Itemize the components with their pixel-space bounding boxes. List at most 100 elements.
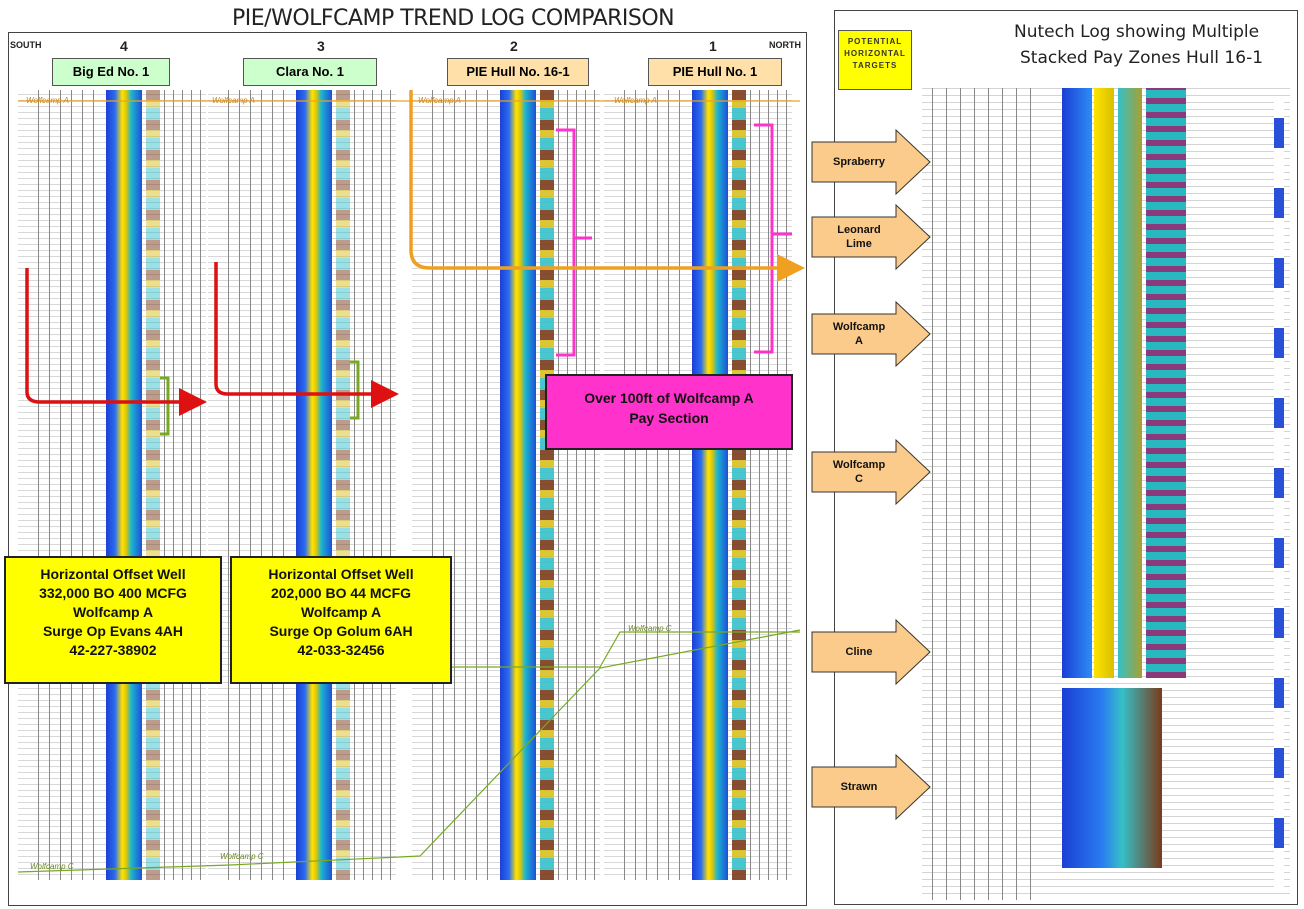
tag-line1: POTENTIAL [847,37,903,46]
grid-line [239,90,240,880]
target-arrow [811,753,931,821]
target-label-line2: Lime [846,238,872,250]
grid-line [49,90,50,880]
offset-line: 42-227-38902 [69,642,157,658]
pay-section-callout: Over 100ft of Wolfcamp A Pay Section [545,374,793,450]
grid-line [946,88,947,900]
offset-line: Horizontal Offset Well [40,566,186,582]
grid-line [974,88,975,900]
well-name-big-ed: Big Ed No. 1 [52,58,170,86]
grid-line [679,90,680,880]
target-label-line1: Wolfcamp [832,459,886,471]
grid-line [432,90,433,880]
marker-wolfcamp-c-4: Wolfcamp C [30,862,74,871]
grid-line [750,90,751,880]
offset-line: Surge Op Golum 6AH [269,623,413,639]
grid-line [363,90,364,880]
target-label: Strawn [812,780,906,794]
grid-line [38,90,39,880]
marker-wolfcamp-c-3: Wolfcamp C [220,852,264,861]
offset-well-box-evans: Horizontal Offset Well 332,000 BO 400 MC… [4,556,222,684]
target-label-line1: Spraberry [833,156,885,168]
grid-line [164,90,165,880]
target-label-line1: Cline [845,646,873,658]
pay-callout-line2: Pay Section [629,410,709,426]
marker-wolfcamp-c-1: Wolfcamp C [628,624,672,633]
grid-line [283,90,284,880]
log-curve-band [106,90,142,880]
target-label-line1: Strawn [840,781,878,793]
nutech-curve-band [1118,88,1142,678]
log-curve-band [500,90,536,880]
grid-line [261,90,262,880]
grid-line [657,90,658,880]
south-label: SOUTH [10,40,42,50]
grid-line [768,90,769,880]
grid-line [390,90,391,880]
grid-line [576,90,577,880]
offset-well-box-golum: Horizontal Offset Well 202,000 BO 44 MCF… [230,556,452,684]
marker-wolfcamp-a-2: Wolfcamp A [418,96,461,105]
offset-line: Horizontal Offset Well [268,566,414,582]
grid-line [443,90,444,880]
grid-line [182,90,183,880]
right-panel-title-1: Nutech Log showing Multiple [1014,22,1260,42]
offset-line: Wolfcamp A [72,604,154,620]
tag-line3: TARGETS [852,61,898,70]
target-arrow [811,203,931,271]
target-label: Spraberry [812,155,906,169]
nutech-log-body [922,88,1290,900]
right-panel-title-2: Stacked Pay Zones Hull 16-1 [1020,48,1264,68]
target-arrow [811,438,931,506]
offset-line: Wolfcamp A [300,604,382,620]
grid-line [1030,88,1031,900]
grid-line [786,90,787,880]
target-label-line1: Wolfcamp [832,321,886,333]
target-arrow [811,300,931,368]
grid-line [228,90,229,880]
target-arrow [811,618,931,686]
grid-line [1002,88,1003,900]
north-label: NORTH [769,40,801,50]
grid-line [200,90,201,880]
grid-line [646,90,647,880]
well-number-2: 2 [510,38,518,54]
well-log-track [18,90,206,880]
well-name-pie-hull-16-1: PIE Hull No. 16-1 [447,58,589,86]
well-name-pie-hull-1: PIE Hull No. 1 [648,58,782,86]
grid-line [71,90,72,880]
potential-targets-tag: POTENTIAL HORIZONTAL TARGETS [838,30,912,90]
log-curve-band [296,90,332,880]
grid-line [465,90,466,880]
grid-line [594,90,595,880]
grid-line [476,90,477,880]
pay-callout-line1: Over 100ft of Wolfcamp A [584,390,754,406]
grid-line [932,88,933,900]
nutech-lower-section [1062,688,1162,868]
grid-line [487,90,488,880]
marker-wolfcamp-a-4: Wolfcamp A [26,96,69,105]
grid-line [372,90,373,880]
grid-line [272,90,273,880]
grid-line [624,90,625,880]
grid-line [558,90,559,880]
target-label-line2: C [855,473,863,485]
nutech-right-strip [1274,98,1284,888]
grid-line [777,90,778,880]
grid-line [668,90,669,880]
grid-line [585,90,586,880]
target-label-line1: Leonard [837,224,881,236]
log-curve-band [540,90,554,880]
tag-line2: HORIZONTAL [844,49,906,58]
nutech-curve-band [1094,88,1114,678]
well-log-track [208,90,396,880]
grid-line [960,88,961,900]
grid-line [191,90,192,880]
grid-line [60,90,61,880]
well-log-track [412,90,600,880]
well-name-clara: Clara No. 1 [243,58,377,86]
well-number-4: 4 [120,38,128,54]
grid-line [635,90,636,880]
